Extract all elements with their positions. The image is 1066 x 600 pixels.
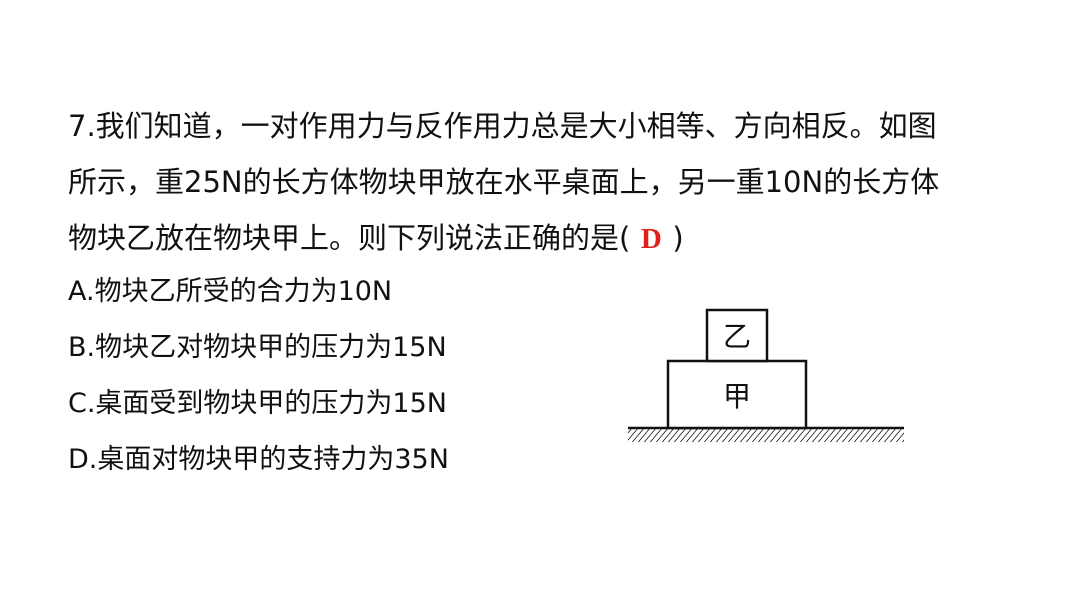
option-b: B.物块乙对物块甲的压力为15N [68, 332, 447, 363]
block-yi-label: 乙 [723, 320, 751, 353]
blocks-diagram: 乙 甲 [626, 306, 906, 446]
options-list: A.物块乙所受的合力为10N B.物块乙对物块甲的压力为15N C.桌面受到物块… [68, 264, 449, 488]
question-text: 7.我们知道，一对作用力与反作用力总是大小相等、方向相反。如图 所示，重25N的… [68, 98, 1008, 266]
ground-hatching [628, 428, 904, 442]
option-a: A.物块乙所受的合力为10N [68, 276, 393, 307]
option-d: D.桌面对物块甲的支持力为35N [68, 444, 449, 475]
question-line-3: 物块乙放在物块甲上。则下列说法正确的是( D) [68, 210, 1008, 266]
close-paren: ) [672, 221, 684, 255]
question-line-2: 所示，重25N的长方体物块甲放在水平桌面上，另一重10N的长方体 [68, 165, 940, 199]
question-line-3-text: 物块乙放在物块甲上。则下列说法正确的是( [68, 221, 631, 255]
block-jia [666, 359, 808, 430]
answer-mark: D [640, 223, 662, 255]
option-c: C.桌面受到物块甲的压力为15N [68, 388, 447, 419]
block-yi [705, 308, 769, 363]
question-line-1: 7.我们知道，一对作用力与反作用力总是大小相等、方向相反。如图 [68, 109, 937, 143]
block-jia-label: 甲 [723, 380, 751, 413]
blocks-diagram-svg: 乙 甲 [628, 308, 904, 442]
